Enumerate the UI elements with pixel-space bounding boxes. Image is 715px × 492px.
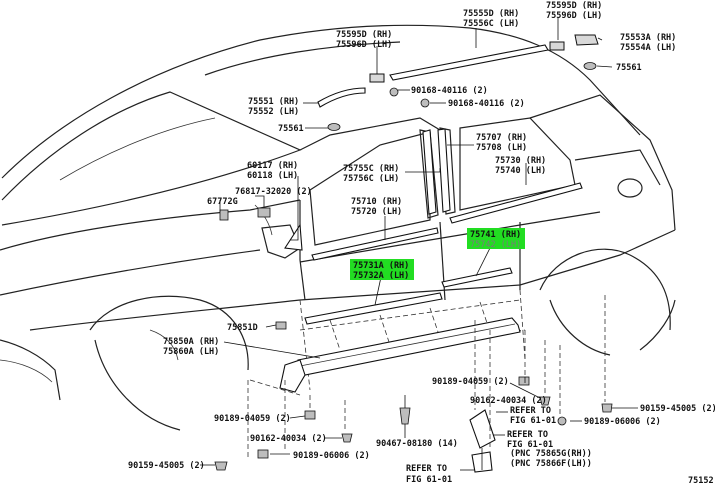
label-refer-3: REFER TO xyxy=(406,464,447,474)
label-90162-40034-right: 90162-40034 (2) xyxy=(470,396,547,406)
label-75851: 75851D xyxy=(227,323,258,333)
pillar-garnish-75755 xyxy=(437,128,451,213)
label-75742: 75742 (LH) xyxy=(470,240,521,250)
label-75755: 75755C (RH) xyxy=(343,164,399,174)
label-75850: 75850A (RH) xyxy=(163,337,219,347)
screw-90162-right xyxy=(539,396,551,406)
label-75595-top: 75595D (RH) xyxy=(546,1,602,11)
rear-roof-cover xyxy=(574,34,599,46)
clip-76817 xyxy=(257,207,271,218)
roof-rail-end-cover xyxy=(549,41,565,51)
car-body-outline xyxy=(0,24,676,431)
label-fig-1: FIG 61-01 xyxy=(510,416,556,426)
front-door-side-moulding xyxy=(304,292,443,325)
label-75552: 75552 (LH) xyxy=(248,107,299,117)
label-75554: 75554A (LH) xyxy=(620,43,676,53)
label-90467: 90467-08180 (14) xyxy=(376,439,458,449)
label-75556: 75556C (LH) xyxy=(463,19,519,29)
highlight-75741-75742 xyxy=(467,228,525,249)
label-75860: 75860A (LH) xyxy=(163,347,219,357)
clip-90189-06006-right xyxy=(557,416,567,426)
roof-rail-front-cover xyxy=(369,73,385,83)
label-refer-1: REFER TO xyxy=(510,406,551,416)
label-90189-04059-left: 90189-04059 (2) xyxy=(214,414,291,424)
label-75707: 75707 (RH) xyxy=(476,133,527,143)
label-75561-left: 75561 xyxy=(278,124,304,134)
front-roof-moulding xyxy=(317,87,366,108)
label-90159-45005-right: 90159-45005 (2) xyxy=(640,404,715,414)
clip-67772 xyxy=(219,209,229,221)
label-fig-3: FIG 61-01 xyxy=(406,475,452,485)
label-75551: 75551 (RH) xyxy=(248,97,299,107)
front-door-belt-moulding xyxy=(311,227,439,261)
label-75731: 75731A (RH) xyxy=(353,261,409,271)
mudguard-bracket-upper xyxy=(469,409,496,449)
label-75561-right: 75561 xyxy=(616,63,642,73)
nut-90168-a xyxy=(389,87,399,97)
label-75553: 75553A (RH) xyxy=(620,33,676,43)
label-90189-06006-left: 90189-06006 (2) xyxy=(293,451,370,461)
clip-90189-04059-left xyxy=(304,410,316,420)
rocker-panel-moulding xyxy=(297,317,521,376)
rocker-panel-front-end xyxy=(279,359,306,393)
label-90189-06006-right: 90189-06006 (2) xyxy=(584,417,661,427)
label-pnc-rh: (PNC 75865G(RH)) xyxy=(510,449,592,459)
label-90159-45005-left: 90159-45005 (2) xyxy=(128,461,205,471)
clip-90467 xyxy=(399,407,411,425)
screw-90162-left xyxy=(341,433,353,443)
label-fig-2: FIG 61-01 xyxy=(507,440,553,450)
rear-door-belt-moulding xyxy=(449,182,583,224)
roof-rail-moulding xyxy=(389,44,549,81)
label-pnc-lh: (PNC 75866F(LH)) xyxy=(510,459,592,469)
clip-75851 xyxy=(275,321,287,330)
label-75730: 75730 (RH) xyxy=(495,156,546,166)
label-76817: 76817-32020 (2) xyxy=(235,187,312,197)
label-75555: 75555D (RH) xyxy=(463,9,519,19)
screw-90159-left xyxy=(214,461,228,471)
label-90162-40034-left: 90162-40034 (2) xyxy=(250,434,327,444)
label-corner-code: 75152 xyxy=(688,476,714,486)
label-60118: 60118 (LH) xyxy=(247,171,298,181)
label-75596-top: 75596D (LH) xyxy=(546,11,602,21)
pillar-piece-60117 xyxy=(284,223,303,251)
label-75740: 75740 (LH) xyxy=(495,166,546,176)
callout-labels: 75555D (RH) 75556C (LH) 75595D (RH) 7559… xyxy=(128,1,715,486)
label-75708: 75708 (LH) xyxy=(476,143,527,153)
label-60117: 60117 (RH) xyxy=(247,161,298,171)
part-shapes xyxy=(214,34,613,473)
label-75595: 75595D (RH) xyxy=(336,30,392,40)
label-75732: 75732A (LH) xyxy=(353,271,409,281)
highlight-75731-75732 xyxy=(350,259,414,280)
label-75756: 75756C (LH) xyxy=(343,174,399,184)
label-75720: 75720 (LH) xyxy=(351,207,402,217)
label-refer-2: REFER TO xyxy=(507,430,548,440)
label-90189-04059-right: 90189-04059 (2) xyxy=(432,377,509,387)
clip-75561-right xyxy=(583,62,597,70)
clip-90189-06006-left xyxy=(257,449,269,459)
label-75741: 75741 (RH) xyxy=(470,230,521,240)
label-90168-a: 90168-40116 (2) xyxy=(411,86,488,96)
clip-75561-left xyxy=(327,123,341,131)
label-75596: 75596D (LH) xyxy=(336,40,392,50)
clip-90189-04059-right xyxy=(518,376,530,386)
screw-90159-right xyxy=(601,403,613,413)
leader-lines xyxy=(200,18,638,471)
label-67772: 67772G xyxy=(207,197,238,207)
nut-90168-b xyxy=(420,98,430,108)
rear-door-side-moulding xyxy=(441,267,513,288)
label-75710: 75710 (RH) xyxy=(351,197,402,207)
label-90168-b: 90168-40116 (2) xyxy=(448,99,525,109)
